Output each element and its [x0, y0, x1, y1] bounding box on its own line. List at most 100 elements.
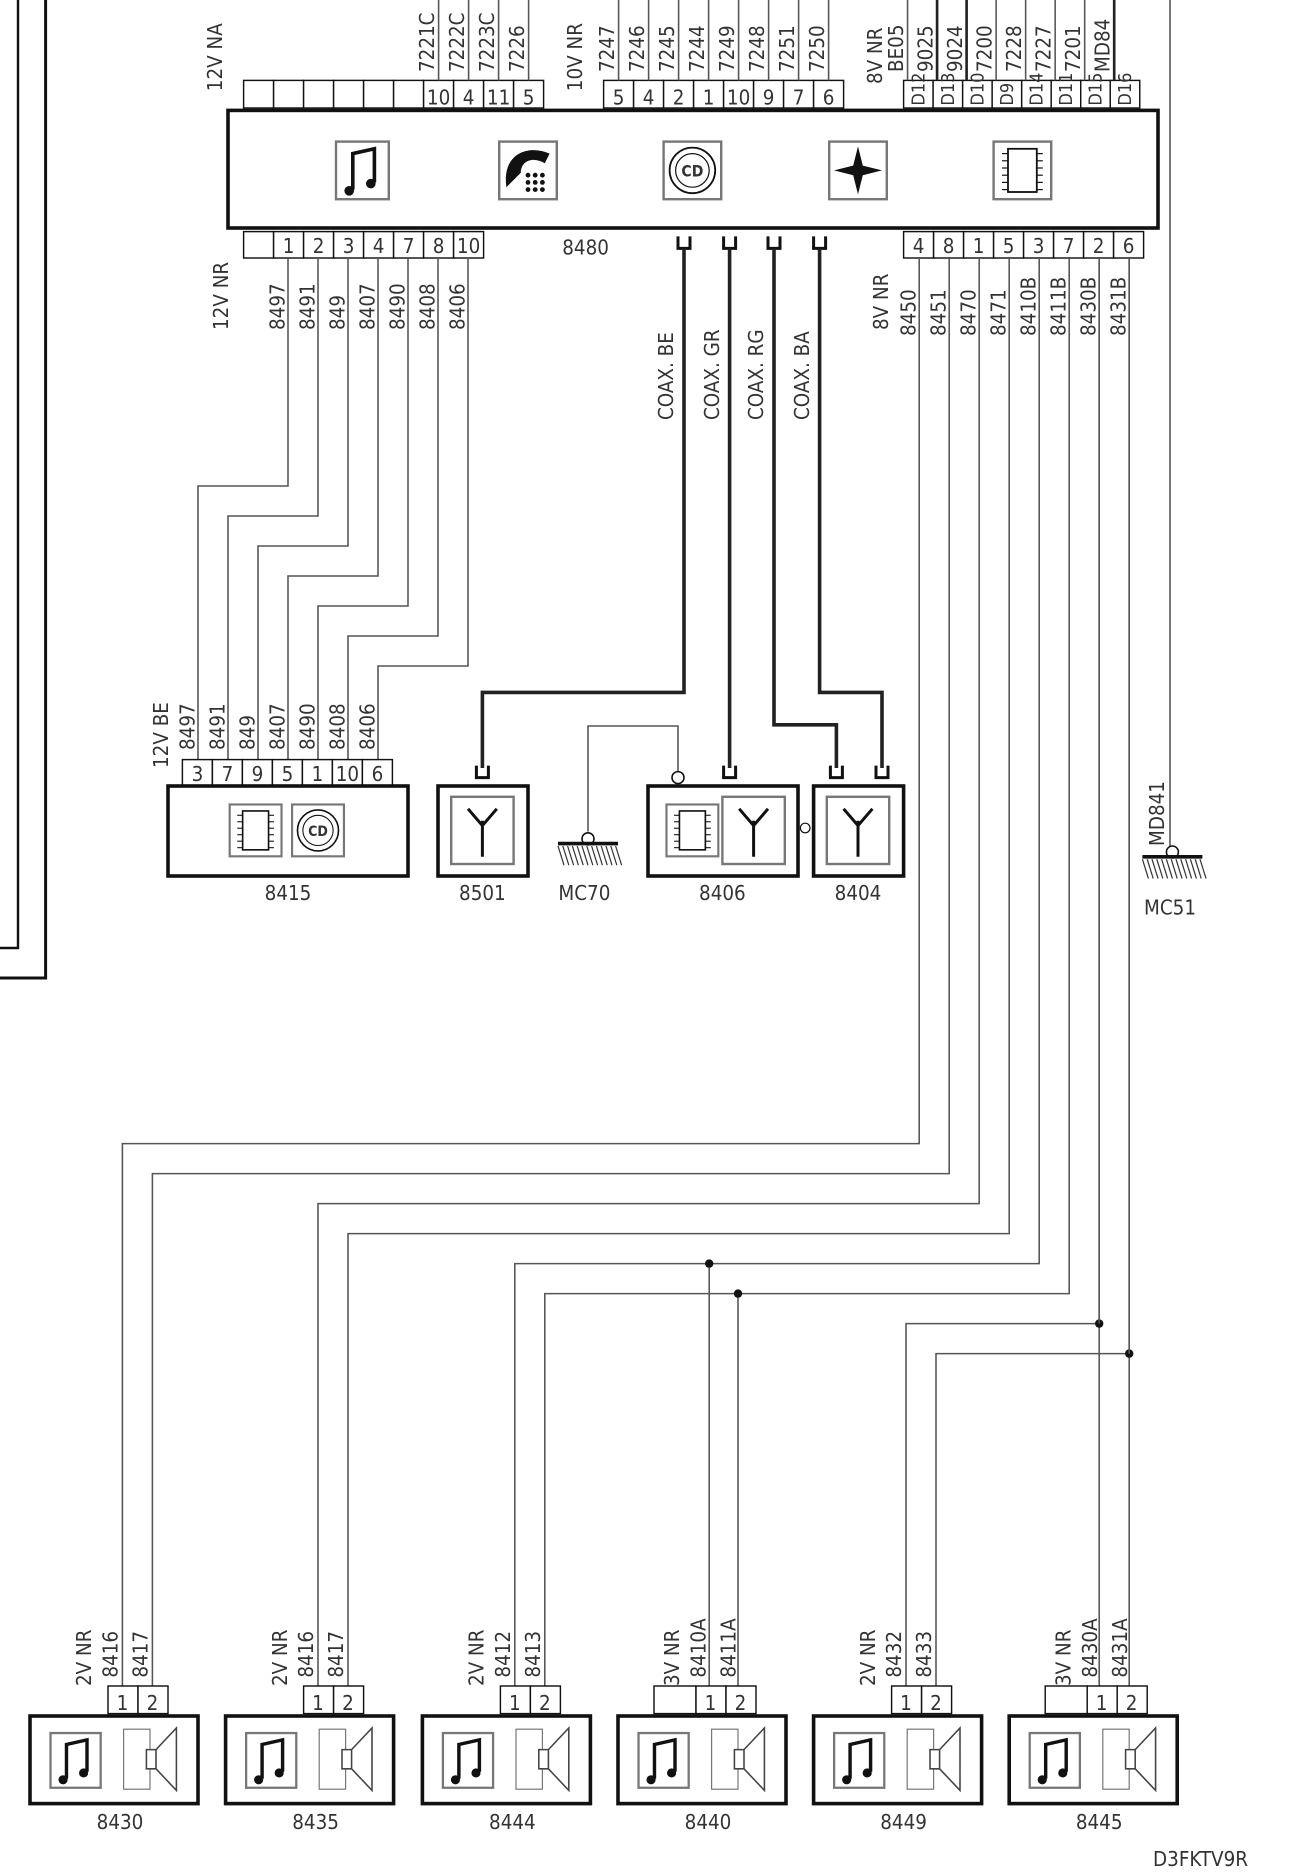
speaker-wire-label: 8413	[521, 1631, 545, 1678]
wire-8491	[227, 258, 319, 760]
music-icon	[244, 1731, 298, 1789]
coax-wire-ba	[817, 248, 884, 768]
antenna-icon	[721, 795, 786, 866]
ground-hatch	[1199, 859, 1207, 879]
speaker-voltage: 2V NR	[465, 1629, 489, 1686]
unit-8415-connector-pin-label: 10	[336, 762, 359, 786]
handset	[505, 150, 550, 188]
antenna-unit-label: 8501	[459, 881, 506, 905]
wire-8431B	[935, 258, 1130, 1686]
wire-849	[257, 258, 349, 760]
wire-label: 849	[235, 715, 259, 750]
speaker-panel	[906, 1728, 935, 1790]
chip-icon	[665, 803, 720, 858]
top-connector-cell	[902, 79, 934, 109]
speaker-icon	[929, 1726, 961, 1793]
wire-junction	[733, 1289, 743, 1298]
ground-hatch	[571, 845, 579, 866]
top-wire-label: 7244	[685, 25, 709, 72]
unit-8415-box	[166, 784, 410, 878]
bottom-left-connector-cell	[242, 230, 275, 259]
top-connector-pin-label: 6	[823, 85, 835, 109]
frame-line	[0, 0, 20, 950]
speaker-pin-label: 2	[735, 1691, 747, 1715]
ground-hatch	[615, 845, 623, 866]
speaker-wire-label: 8410A	[687, 1618, 711, 1678]
coax-plug-icon	[812, 236, 828, 250]
bottom-left-connector-pin-label: 7	[403, 234, 415, 258]
ground-hatch	[581, 845, 589, 866]
unit-8415-connector-pin-label: 5	[282, 762, 294, 786]
top-connector-pin-label: D10	[967, 73, 988, 106]
music-icon	[1028, 1731, 1082, 1789]
wire-8471	[347, 258, 1010, 1686]
wire-label: 8407	[355, 283, 379, 330]
wire-junction	[1095, 1319, 1104, 1328]
speaker-panel	[318, 1728, 347, 1790]
chip-icon	[992, 140, 1053, 201]
wire-label: 8450	[897, 289, 921, 336]
top-wire-label: 7251	[775, 25, 799, 72]
top-connector-cell	[961, 79, 993, 109]
speaker-connector-cell	[137, 1685, 169, 1715]
top-connector-pin-label: 5	[613, 85, 625, 109]
speaker-connector-cell	[332, 1685, 365, 1715]
ground-hatch	[1175, 859, 1183, 879]
speaker-wire-label: 8432	[882, 1631, 906, 1678]
speaker-pin-label: 1	[705, 1691, 717, 1715]
note-stem	[457, 1737, 482, 1779]
wire-label: 8408	[415, 283, 439, 330]
speaker-connector-cell	[107, 1685, 139, 1715]
bottom-left-connector-cell	[392, 230, 425, 259]
coax-plug-icon	[722, 765, 738, 780]
disc	[296, 809, 340, 852]
top-connector-cell	[662, 79, 695, 109]
speaker-connector-cell	[1116, 1685, 1148, 1715]
speaker-label: 8449	[880, 1810, 927, 1834]
wire-label: 849	[325, 295, 349, 330]
bottom-right-connector-pin-label: 5	[1003, 234, 1015, 258]
top-connector-cell	[482, 79, 515, 109]
speaker-connector-cell	[302, 1685, 335, 1715]
wire-label: 8490	[295, 703, 319, 750]
top-wire-label: 7223C	[475, 12, 499, 72]
telephone-icon	[498, 140, 558, 201]
wire-junction	[705, 1259, 714, 1268]
ground-hatch	[1151, 859, 1159, 879]
unit-8415-connector-cell	[211, 758, 244, 787]
speaker-voltage: 3V NR	[660, 1629, 684, 1686]
speaker-connector-cell	[653, 1685, 697, 1715]
music-icon	[441, 1731, 495, 1789]
wire-label: 8451	[927, 289, 951, 336]
speaker-panel	[711, 1728, 739, 1790]
unit-8415-connector-pin-label: 1	[312, 762, 324, 786]
wire-label: 8497	[175, 703, 199, 750]
top-connector-pin-label: D16	[1115, 73, 1136, 106]
bottom-right-connector-pin-label: 6	[1123, 234, 1135, 258]
cd-text: CD	[681, 162, 703, 180]
coax-plug-icon	[828, 765, 844, 780]
wire-8408	[347, 258, 439, 760]
cd-text: CD	[308, 824, 328, 840]
bottom-left-connector-pin-label: 2	[313, 234, 325, 258]
top-wire-label: 7201	[1061, 25, 1085, 72]
wire-label: 8411B	[1047, 277, 1071, 336]
top-connector-cell	[1050, 79, 1082, 109]
compass-star	[834, 146, 882, 195]
ground-label: MC70	[558, 881, 610, 905]
note-stem	[848, 1737, 873, 1779]
note-head	[254, 1775, 264, 1785]
speaker-connector-cell	[725, 1685, 757, 1715]
wire-8411B	[544, 258, 1070, 1686]
icon-frame	[662, 140, 723, 201]
unit-8415-connector-pin-label: 9	[252, 762, 264, 786]
ground-hatch	[1185, 859, 1193, 879]
bottom-left-connector-pin-label: 8	[433, 234, 445, 258]
ground-label: MC51	[1144, 895, 1196, 919]
icon-frame	[290, 803, 346, 858]
ground-hatch	[1180, 859, 1188, 879]
note-stem	[64, 1737, 89, 1779]
note-head	[646, 1775, 656, 1785]
antenna-symbol	[466, 807, 498, 857]
coax-label: COAX. GR	[700, 329, 724, 420]
